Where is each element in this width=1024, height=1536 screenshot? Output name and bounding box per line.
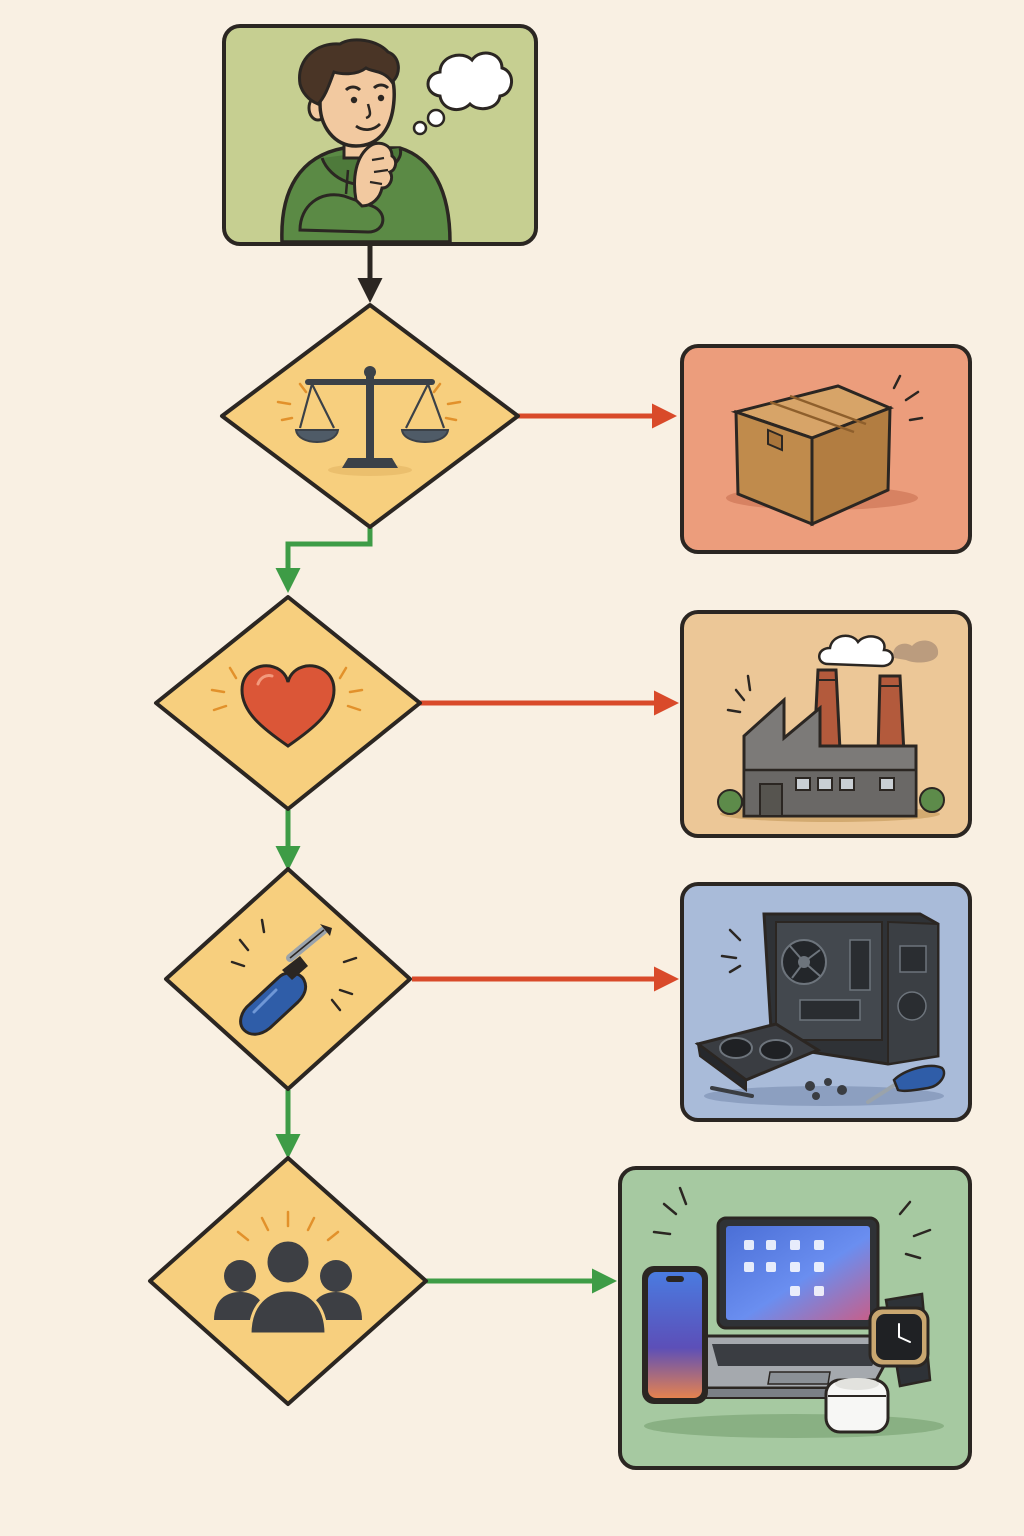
balance-scale-icon <box>276 366 462 476</box>
cardboard-box-icon <box>726 374 924 527</box>
apple-devices-icon <box>642 1186 944 1438</box>
factory-icon <box>717 634 945 822</box>
thinking-person-icon <box>280 38 513 244</box>
screwdriver-icon <box>230 918 358 1036</box>
start-node <box>222 24 538 246</box>
heart-icon <box>210 664 364 748</box>
pc-build-parts-icon <box>694 912 946 1106</box>
decision-1 <box>220 303 520 529</box>
people-group-icon <box>214 1210 362 1336</box>
outcome-3 <box>680 882 972 1122</box>
outcome-4 <box>618 1166 972 1470</box>
connectors <box>275 244 679 1294</box>
decision-2 <box>154 595 422 811</box>
edge-decision-1-yes <box>275 528 373 593</box>
outcome-2 <box>680 610 972 838</box>
decision-4 <box>148 1156 428 1406</box>
outcome-1 <box>680 344 972 554</box>
decision-3 <box>164 867 412 1091</box>
